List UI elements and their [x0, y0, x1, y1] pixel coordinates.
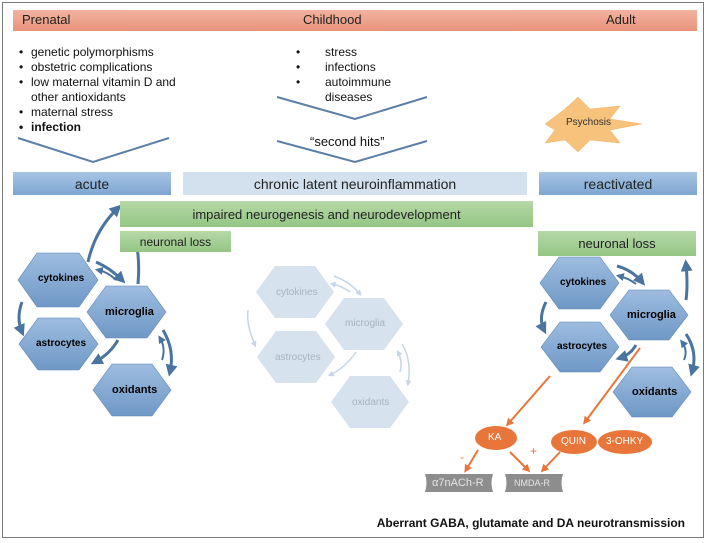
hex-cytokines-right: [539, 256, 620, 310]
arrow-right: [684, 333, 700, 377]
label-3ohky: 3-OHKY: [606, 436, 644, 447]
arrow-ka-to-a7: [464, 449, 479, 473]
neuronal-loss-right: neuronal loss: [538, 231, 696, 256]
stage-prenatal: Prenatal: [22, 12, 71, 27]
figure-frame: [2, 2, 704, 538]
label-oxidants-faded: oxidants: [352, 397, 390, 408]
arrow-left: [95, 260, 126, 284]
arrow-right: [615, 273, 637, 285]
impaired-neurogenesis-bar: impaired neurogenesis and neurodevelopme…: [120, 201, 533, 227]
childhood-factor: infections: [293, 60, 413, 75]
arrow-faded: [246, 309, 257, 348]
prenatal-factor: obstetric complications: [17, 60, 187, 75]
arrow-left: [86, 204, 122, 263]
metabolite-quin: [551, 430, 597, 454]
hex-astrocytes-faded: [257, 331, 335, 383]
arrow-left: [13, 301, 25, 337]
metabolite-3ohky: [598, 430, 652, 454]
hex-microglia-right: [609, 289, 689, 341]
label-oxidants-left: oxidants: [112, 384, 158, 396]
arrow-right: [616, 264, 646, 286]
label-cytokines-left: cytokines: [38, 273, 85, 284]
arrow-left: [94, 267, 117, 281]
stage-adult: Adult: [606, 12, 636, 27]
hex-oxidants-left: [92, 363, 172, 417]
second-hits-label: “second hits”: [310, 134, 385, 149]
label-astrocytes-faded: astrocytes: [275, 352, 321, 363]
label-oxidants-right: oxidants: [632, 386, 678, 398]
prenatal-factor: genetic polymorphisms: [17, 45, 187, 60]
arrow-astrocytes-to-ka: [505, 375, 551, 427]
arrow-faded: [333, 275, 362, 296]
hex-oxidants-faded: [331, 376, 409, 428]
arrow-ka-to-nmda: [509, 451, 531, 473]
arrow-right: [615, 344, 638, 362]
psychosis-label: Psychosis: [566, 117, 612, 128]
arrow-faded: [327, 351, 357, 377]
sign-minus: -: [460, 450, 464, 464]
childhood-chevron-1: [276, 96, 428, 121]
hex-astrocytes-left: [18, 317, 99, 371]
prenatal-factor-list: genetic polymorphisms obstetric complica…: [17, 45, 187, 135]
childhood-chevron-2: [276, 140, 428, 164]
receptor-nmda: [505, 474, 563, 492]
arrow-faded: [396, 349, 403, 373]
hex-astrocytes-right: [540, 321, 620, 373]
prenatal-chevron: [17, 137, 170, 164]
prenatal-factor: maternal stress: [17, 105, 187, 120]
caption: Aberrant GABA, glutamate and DA neurotra…: [376, 516, 685, 530]
label-astrocytes-right: astrocytes: [557, 341, 608, 352]
label-cytokines-faded: cytokines: [276, 287, 318, 298]
hex-cytokines-faded: [256, 266, 334, 318]
neuronal-loss-left: neuronal loss: [120, 231, 231, 252]
label-microglia-faded: microglia: [345, 318, 386, 329]
arrow-faded: [329, 281, 351, 293]
phase-acute: acute: [13, 172, 171, 195]
timeline-bar: Prenatal Childhood Adult: [13, 10, 697, 31]
arrow-left: [90, 339, 120, 365]
label-nmda-r: NMDA-R: [514, 478, 550, 488]
arrow-quin-to-nmda: [540, 451, 561, 473]
stage-childhood: Childhood: [303, 12, 362, 27]
label-microglia-right: microglia: [627, 309, 676, 321]
label-quin: QUIN: [561, 436, 586, 447]
metabolite-ka: [475, 426, 517, 450]
childhood-factor-list: stress infections autoimmune diseases: [293, 45, 413, 105]
arrow-right: [535, 301, 548, 335]
label-ka: KA: [488, 432, 502, 443]
childhood-factor: autoimmune diseases: [293, 75, 413, 105]
label-cytokines-right: cytokines: [560, 277, 607, 288]
arrow-right: [680, 259, 693, 301]
arrow-left: [158, 335, 166, 361]
arrow-microglia-to-quin: [583, 347, 641, 425]
prenatal-factor: low maternal vitamin D and other antioxi…: [17, 75, 187, 105]
sign-plus: +: [530, 444, 538, 458]
arrow-faded: [401, 343, 412, 387]
hex-microglia-left: [86, 285, 167, 339]
childhood-factor: stress: [293, 45, 413, 60]
phase-reactivated: reactivated: [539, 172, 697, 195]
label-astrocytes-left: astrocytes: [36, 338, 87, 349]
label-microglia-left: microglia: [105, 306, 154, 318]
psychosis-star: [544, 96, 643, 153]
hex-microglia-faded: [325, 298, 403, 350]
receptor-a7nach: [425, 474, 493, 492]
label-a7nach-r: α7nACh-R: [432, 477, 484, 489]
arrow-left: [161, 329, 178, 377]
phase-chronic: chronic latent neuroinflammation: [183, 172, 527, 195]
prenatal-factor: infection: [17, 120, 187, 135]
hex-cytokines-left: [17, 252, 99, 308]
hex-oxidants-right: [612, 366, 692, 418]
arrow-right: [680, 339, 689, 361]
